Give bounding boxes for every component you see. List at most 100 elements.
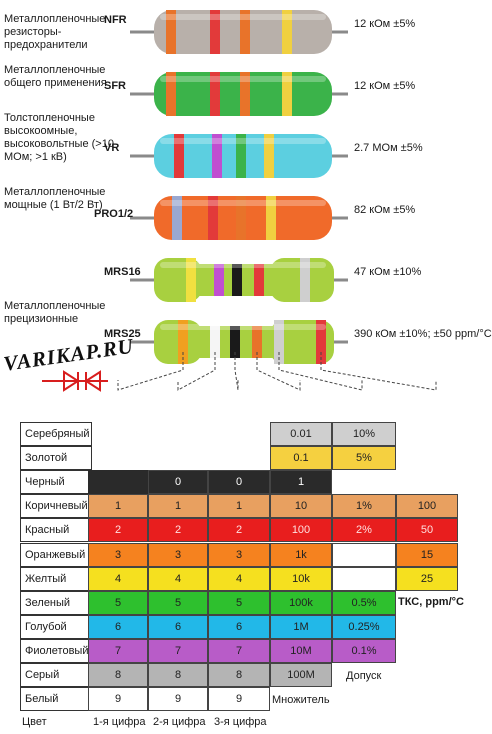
resistor-code: MRS16 [104,266,141,278]
color-band [230,326,240,358]
cell-mult: 1M [270,614,332,639]
cell-d3: 7 [208,638,270,663]
cell-tol [332,566,396,591]
cell-mult: 0.1 [270,446,332,471]
color-band [232,264,242,296]
resistor-description: Толстопленочные высокоомные, высоковольт… [4,112,114,163]
cell-mult: 10M [270,638,332,663]
footer-digit2-label: 2-я цифра [153,716,206,728]
row-label: Фиолетовый [20,638,92,663]
row-label: Белый [20,687,92,712]
resistor-4 [130,196,348,240]
cell-d3: 9 [208,687,270,712]
body-highlight [160,262,326,268]
tolerance-label: Допуск [346,670,382,682]
resistor-1 [130,10,348,54]
cell-tkc: 100 [396,494,458,519]
color-band [210,72,220,116]
row-label: Оранжевый [20,542,92,567]
guide-lines [117,352,437,391]
color-band [300,258,310,302]
guide-line [320,352,437,391]
cell-d1: 5 [88,590,148,615]
color-band [316,320,326,364]
color-band [178,320,188,364]
cell-d1: 2 [88,518,148,543]
cell-tol: 5% [332,446,396,471]
diode-logo-icon [42,370,108,392]
cell-tol: 1% [332,494,396,519]
color-band [274,320,284,364]
cell-d1 [88,470,148,495]
cell-d1: 1 [88,494,148,519]
cell-tol: 0.25% [332,614,396,639]
resistor-6 [130,320,348,364]
cell-d2: 4 [148,566,208,591]
footer-digit3-label: 3-я цифра [214,716,267,728]
resistor-value: 390 кОм ±10%; ±50 ppm/°C [354,328,492,340]
color-band [214,264,224,296]
row-label: Серебряный [20,422,92,447]
cell-tol: 0.5% [332,590,396,615]
cell-d2: 3 [148,542,208,567]
footer-digit1-label: 1-я цифра [93,716,146,728]
resistor-3 [130,134,348,178]
cell-tol: 2% [332,518,396,543]
cell-d3: 4 [208,566,270,591]
cell-d1: 6 [88,614,148,639]
color-band [236,134,246,178]
body-highlight [160,76,326,82]
color-band [212,134,222,178]
row-label: Желтый [20,566,92,591]
cell-tkc: 25 [396,566,458,591]
color-band [252,326,262,358]
color-band [240,10,250,54]
color-band [210,10,220,54]
guide-line [278,352,363,391]
cell-tol: 0.1% [332,638,396,663]
cell-d3: 0 [208,470,270,495]
cell-d2: 5 [148,590,208,615]
cell-tol [332,542,396,567]
color-band [208,196,218,240]
resistor-value: 12 кОм ±5% [354,80,416,92]
cell-d2: 8 [148,663,208,688]
color-band [282,10,292,54]
cell-d1: 8 [88,663,148,688]
resistor-value: 2.7 МОм ±5% [354,142,423,154]
color-band [254,264,264,296]
cell-d1: 4 [88,566,148,591]
color-band [166,10,176,54]
color-band [236,196,246,240]
body-highlight [160,138,326,144]
resistor-description: Металлопленочные резисторы-предохранител… [4,13,106,51]
cell-mult: 1k [270,542,332,567]
cell-d2: 2 [148,518,208,543]
guide-line [256,352,301,391]
resistor-description: Металлопленочные общего применения [4,64,107,89]
cell-d3: 5 [208,590,270,615]
cell-mult: 0.01 [270,422,332,447]
cell-mult: 100M [270,663,332,688]
cell-mult: 10k [270,566,332,591]
cell-tol: 10% [332,422,396,447]
tkc-label: ТКС, ppm/°C [398,596,464,608]
resistor-description: Металлопленочные мощные (1 Вт/2 Вт) [4,186,106,211]
resistor-value: 12 кОм ±5% [354,18,416,30]
row-label: Голубой [20,614,92,639]
cell-d3: 3 [208,542,270,567]
color-band [186,258,196,302]
cell-d1: 7 [88,638,148,663]
cell-tkc: 15 [396,542,458,567]
color-band [264,134,274,178]
resistor-description: Металлопленочные прецизионные [4,300,106,325]
cell-d2: 0 [148,470,208,495]
resistor-code: VR [104,142,120,154]
body-highlight [160,14,326,20]
cell-mult: 1 [270,470,332,495]
color-band [240,72,250,116]
cell-mult: 100k [270,590,332,615]
cell-d1: 9 [88,687,148,712]
color-band [172,196,182,240]
resistor-code: PRO1/2 [94,208,134,220]
